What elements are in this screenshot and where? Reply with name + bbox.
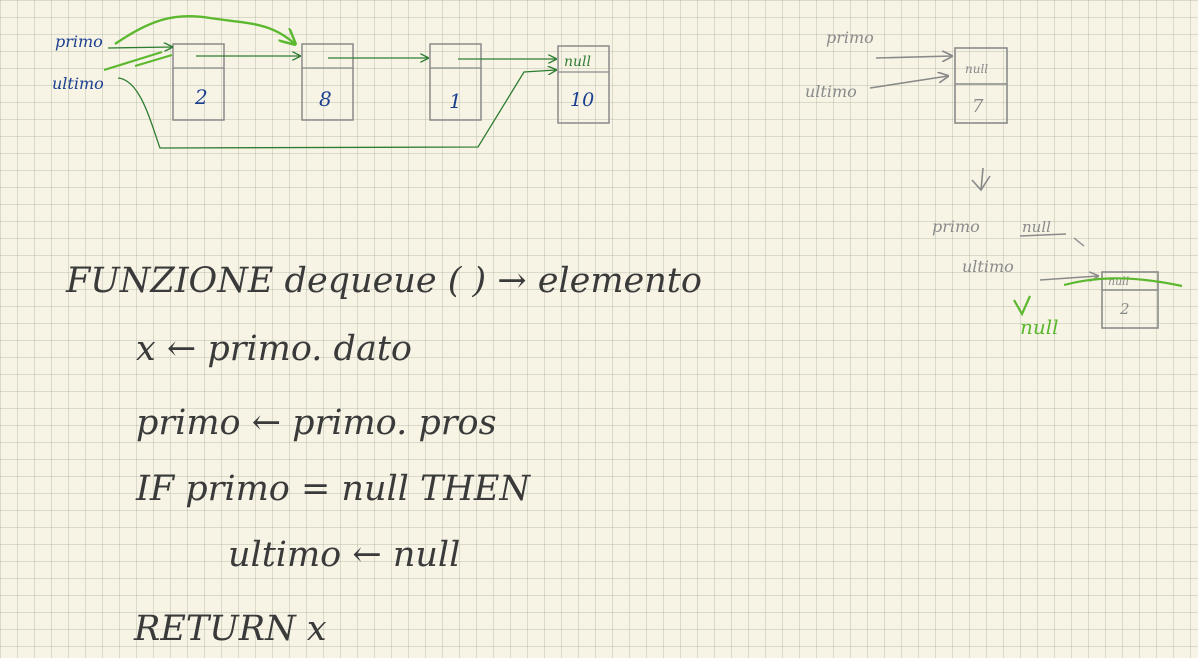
code-line-1: FUNZIONE dequeue ( ) → elemento [65,261,702,301]
ultimo-label: ultimo [805,82,857,101]
list-node: null 10 [557,45,610,124]
list-node: 1 [429,43,482,121]
code-line-2: x ← primo. dato [136,329,412,369]
node-null-label: null [1108,275,1130,288]
node-null-label: null [965,62,988,76]
strike-mark [103,50,173,72]
ultimo-label: ultimo [52,74,104,93]
node-value: 7 [972,96,984,117]
single-node [954,47,1008,124]
ultimo-label: ultimo [962,257,1014,276]
node-value: 1 [449,89,462,113]
code-line-3: primo ← primo. pros [136,403,497,443]
ultimo-null-label: null [1020,315,1059,339]
node-value: 2 [1119,300,1130,318]
primo-label: primo [826,28,874,47]
primo-arrow [107,47,172,48]
node-null-label: null [564,54,591,70]
node-value: 10 [570,89,594,111]
linked-list-diagram: primo ultimo 2 8 1 null 10 [52,14,610,149]
strike-mark [1063,277,1183,288]
primo-null-label: null [1022,218,1051,236]
code-line-4: IF primo = null THEN [135,469,531,509]
empty-case-diagram: primo ultimo null 7 primo null ultimo nu… [805,28,1183,339]
pseudocode: FUNZIONE dequeue ( ) → elemento x ← prim… [65,261,702,649]
ultimo-arrow [117,70,556,149]
check-icon [1013,295,1032,317]
node-value: 8 [319,87,332,111]
node-value: 2 [194,85,208,109]
primo-label: primo [55,32,103,51]
primo-label: primo [932,217,980,236]
primo-move-arrow [114,14,295,44]
list-node: 2 [172,43,225,121]
single-node [1101,271,1159,329]
down-arrow-icon [971,167,991,192]
list-node: 8 [301,43,354,121]
code-line-5: ultimo ← null [228,535,460,575]
code-line-6: RETURN x [133,609,327,649]
